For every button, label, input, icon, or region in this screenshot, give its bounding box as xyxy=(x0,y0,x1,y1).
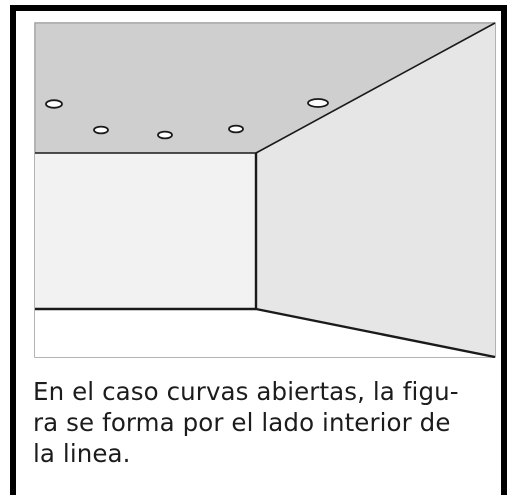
room-drawing xyxy=(34,22,496,358)
ceiling-light xyxy=(228,124,244,134)
ceiling-edge-right xyxy=(255,22,496,154)
floor-plane xyxy=(35,309,495,357)
ceiling-light xyxy=(307,98,329,108)
ceiling-light xyxy=(45,99,63,109)
ceiling-light xyxy=(157,130,173,140)
room-illustration xyxy=(34,22,496,358)
figure-caption: En el caso curvas abiertas, la figu- ra … xyxy=(33,376,503,469)
caption-line: En el caso curvas abiertas, la figu- xyxy=(33,377,459,406)
caption-line: la linea. xyxy=(33,439,131,468)
caption-line: ra se forma por el lado interior de xyxy=(33,408,451,437)
floor-edge-right xyxy=(255,307,496,358)
figure-frame: En el caso curvas abiertas, la figu- ra … xyxy=(10,5,507,495)
side-wall xyxy=(256,23,495,357)
back-wall xyxy=(35,153,256,309)
ceiling-light xyxy=(93,125,109,135)
